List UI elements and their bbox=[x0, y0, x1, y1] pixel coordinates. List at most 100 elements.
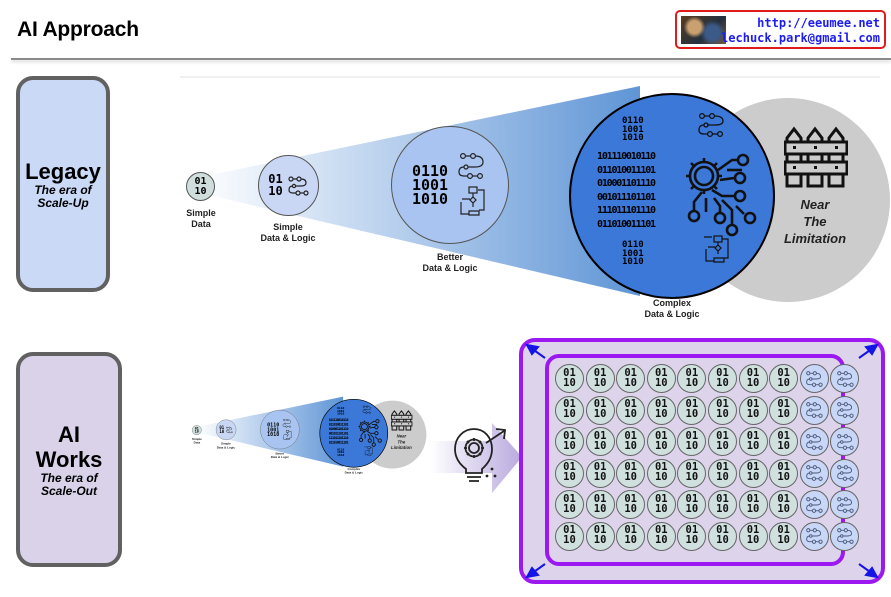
binary-line: 0110 bbox=[267, 421, 280, 428]
ai-works-title-2: Works bbox=[35, 446, 103, 472]
binary-line: 10 bbox=[593, 471, 607, 483]
complex-binary-block: 101110010110 011010011101 010001101110 0… bbox=[597, 150, 656, 231]
legacy-subtitle-2: Scale-Up bbox=[37, 195, 89, 210]
author-thumbnail bbox=[681, 16, 726, 44]
binary-line: 1010 bbox=[622, 257, 644, 268]
binary-line: 01 bbox=[716, 461, 729, 474]
binary-line: 01 bbox=[716, 429, 729, 442]
binary-line: 10 bbox=[654, 376, 668, 389]
complex-data-logic-label: Complex Data & Logic bbox=[345, 467, 363, 474]
binary-line: 10 bbox=[624, 439, 638, 452]
binary-line: 1010 bbox=[622, 133, 644, 144]
contact-url[interactable]: http://eeumee.net bbox=[757, 16, 880, 30]
binary-line: 10 bbox=[685, 376, 699, 389]
logic-node bbox=[799, 521, 829, 551]
complex-circle bbox=[569, 93, 775, 299]
label-line: Data & Logic bbox=[644, 309, 700, 319]
binary-line: 01 bbox=[563, 524, 576, 537]
label-line: Data bbox=[191, 219, 211, 229]
logic-flow-icon bbox=[837, 370, 854, 387]
label-line: Data & Logic bbox=[216, 445, 236, 449]
better-data-logic-label: Better Data & Logic bbox=[271, 452, 289, 459]
complex-binary-block: 101110010110 011010011101 010001101110 0… bbox=[328, 418, 349, 445]
binary-line: 01 bbox=[593, 524, 607, 537]
label-line: Near bbox=[800, 197, 830, 212]
binary-line: 10 bbox=[685, 534, 699, 546]
arrow-head bbox=[864, 343, 879, 356]
logic-flow-icon bbox=[806, 496, 823, 513]
binary-line: 01 bbox=[685, 366, 699, 379]
title-divider bbox=[11, 58, 891, 60]
top-shade-line bbox=[180, 76, 880, 78]
binary-line: 10 bbox=[654, 471, 668, 483]
binary-line: 01 bbox=[716, 366, 729, 379]
binary-line: 01 bbox=[654, 366, 668, 379]
near-the-limitation-label: Near The Limitation bbox=[784, 196, 846, 247]
flowchart-icon bbox=[704, 235, 729, 263]
binary-line: 01 bbox=[777, 366, 790, 379]
arrow-head bbox=[525, 343, 540, 356]
simple-data-circle: 01 10 bbox=[186, 172, 215, 201]
binary-line: 01 bbox=[194, 426, 199, 431]
binary-line: 10 bbox=[563, 439, 576, 452]
label-line: Near bbox=[396, 433, 407, 439]
binary-line: 10 bbox=[685, 471, 699, 483]
binary-line: 10 bbox=[777, 439, 790, 452]
binary-line: 01 bbox=[716, 492, 729, 505]
binary-line: 10 bbox=[624, 502, 638, 515]
binary-line: 01 bbox=[624, 492, 638, 505]
binary-line: 01 bbox=[654, 461, 668, 474]
contact-badge: http://eeumee.net lechuck.park@gmail.com bbox=[675, 10, 886, 49]
label-line: The bbox=[803, 214, 827, 229]
ai-gear-circuit-icon bbox=[358, 419, 382, 447]
binary-line: 01 bbox=[685, 492, 699, 505]
binary-line: 01 bbox=[685, 461, 699, 474]
binary-line: 0110 bbox=[337, 447, 345, 452]
expand-arrows bbox=[525, 343, 879, 579]
binary-line: 10 bbox=[624, 471, 638, 483]
label-line: Data & Logic bbox=[270, 455, 290, 459]
binary-line: 011010011101 bbox=[597, 164, 656, 176]
binary-line: 01 bbox=[593, 492, 607, 505]
simple-data-label: Simple Data bbox=[192, 437, 202, 444]
binary-line: 1001 bbox=[622, 124, 644, 135]
logic-flow-icon bbox=[837, 465, 854, 481]
contact-email[interactable]: lechuck.park@gmail.com bbox=[721, 31, 880, 45]
binary-line: 10 bbox=[563, 534, 576, 546]
binary-line: 011010011101 bbox=[328, 422, 349, 427]
binary-line: 10 bbox=[716, 502, 729, 515]
binary-line: 01 bbox=[716, 524, 729, 537]
label-line: The bbox=[397, 439, 406, 445]
logic-flow-icon bbox=[837, 433, 854, 450]
fence-icon bbox=[784, 126, 848, 188]
binary-line: 01 bbox=[654, 524, 668, 537]
binary-line: 10 bbox=[746, 502, 760, 515]
binary-line: 10 bbox=[685, 408, 699, 420]
legacy-era-card: Legacy The era of Scale-Up bbox=[16, 76, 110, 292]
page-title: AI Approach bbox=[17, 18, 139, 41]
label-line: Simple bbox=[192, 437, 202, 441]
binary-line: 01 bbox=[685, 429, 699, 442]
binary-line: 1010 bbox=[411, 190, 449, 209]
legacy-growth-diagram: 01 10 Simple Data 01 10 Simple Data & Lo… bbox=[186, 86, 890, 319]
binary-line: 01 bbox=[746, 461, 760, 474]
